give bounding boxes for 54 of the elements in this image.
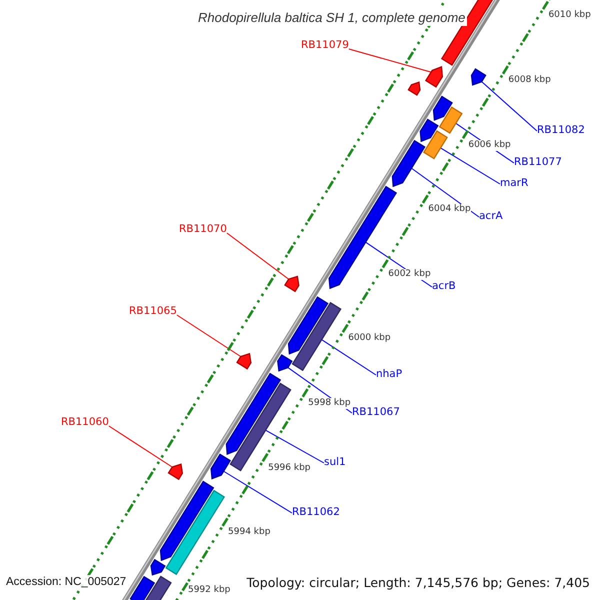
gene-feature (210, 453, 232, 480)
gene-feature (392, 140, 426, 188)
gene-feature (226, 372, 282, 455)
gene-label: RB11082 (537, 124, 585, 136)
scale-label: 6006 kbp (468, 140, 511, 151)
gene-label: marR (500, 177, 528, 189)
gene-label: RB11065 (129, 305, 177, 317)
gene-label: RB11077 (514, 156, 562, 168)
leader-line (226, 232, 290, 280)
gene-label: nhaP (376, 368, 402, 380)
leader-line (321, 339, 376, 376)
gene-feature (288, 296, 329, 355)
accession-text: Accession: NC_005027 (6, 575, 126, 590)
gene-feature (165, 490, 226, 576)
scale-label: 6000 kbp (348, 333, 391, 344)
gene-feature (160, 480, 214, 562)
gene-label: RB11067 (352, 406, 400, 418)
scale-label: 6002 kbp (388, 268, 431, 280)
gene-label: RB11062 (292, 506, 340, 518)
gene-label: RB11079 (301, 39, 349, 51)
gene-feature (168, 463, 184, 480)
gene-feature (130, 576, 156, 600)
map-title: Rhodopirellula baltica SH 1, complete genome (196, 9, 468, 26)
gene-label: sul1 (324, 456, 346, 468)
gene-feature (292, 302, 342, 372)
gene-label: RB11060 (61, 416, 109, 428)
leader-line (481, 81, 538, 132)
leader-line (176, 314, 242, 357)
gene-label: RB11070 (179, 223, 227, 235)
scale-label: 6010 kbp (548, 10, 591, 22)
gene-feature (420, 118, 439, 142)
genome-info-text: Topology: circular; Length: 7,145,576 bp; Genes: 7,405 (246, 575, 590, 590)
gene-feature (236, 352, 252, 370)
scale-label: 6008 kbp (508, 74, 551, 86)
gene-feature (470, 68, 486, 86)
gene-label: acrB (432, 280, 456, 292)
gene-label: acrA (479, 210, 503, 222)
scale-label: 6004 kbp (428, 204, 471, 216)
scale-label: 5996 kbp (268, 462, 310, 474)
gene-feature (422, 130, 448, 160)
gene-feature (408, 81, 421, 96)
gene-feature (438, 106, 463, 134)
leader-line (265, 430, 324, 464)
gene-feature (424, 66, 444, 88)
gene-feature (230, 382, 292, 472)
scale-label: 5998 kbp (308, 398, 351, 409)
leader-line (223, 470, 292, 514)
leader-line (108, 426, 173, 468)
gene-feature (284, 276, 300, 292)
leader-line (348, 48, 432, 73)
gene-feature (432, 96, 453, 121)
scale-label: 5992 kbp (188, 585, 230, 596)
leader-line (440, 147, 500, 184)
scale-label: 5994 kbp (228, 527, 270, 538)
